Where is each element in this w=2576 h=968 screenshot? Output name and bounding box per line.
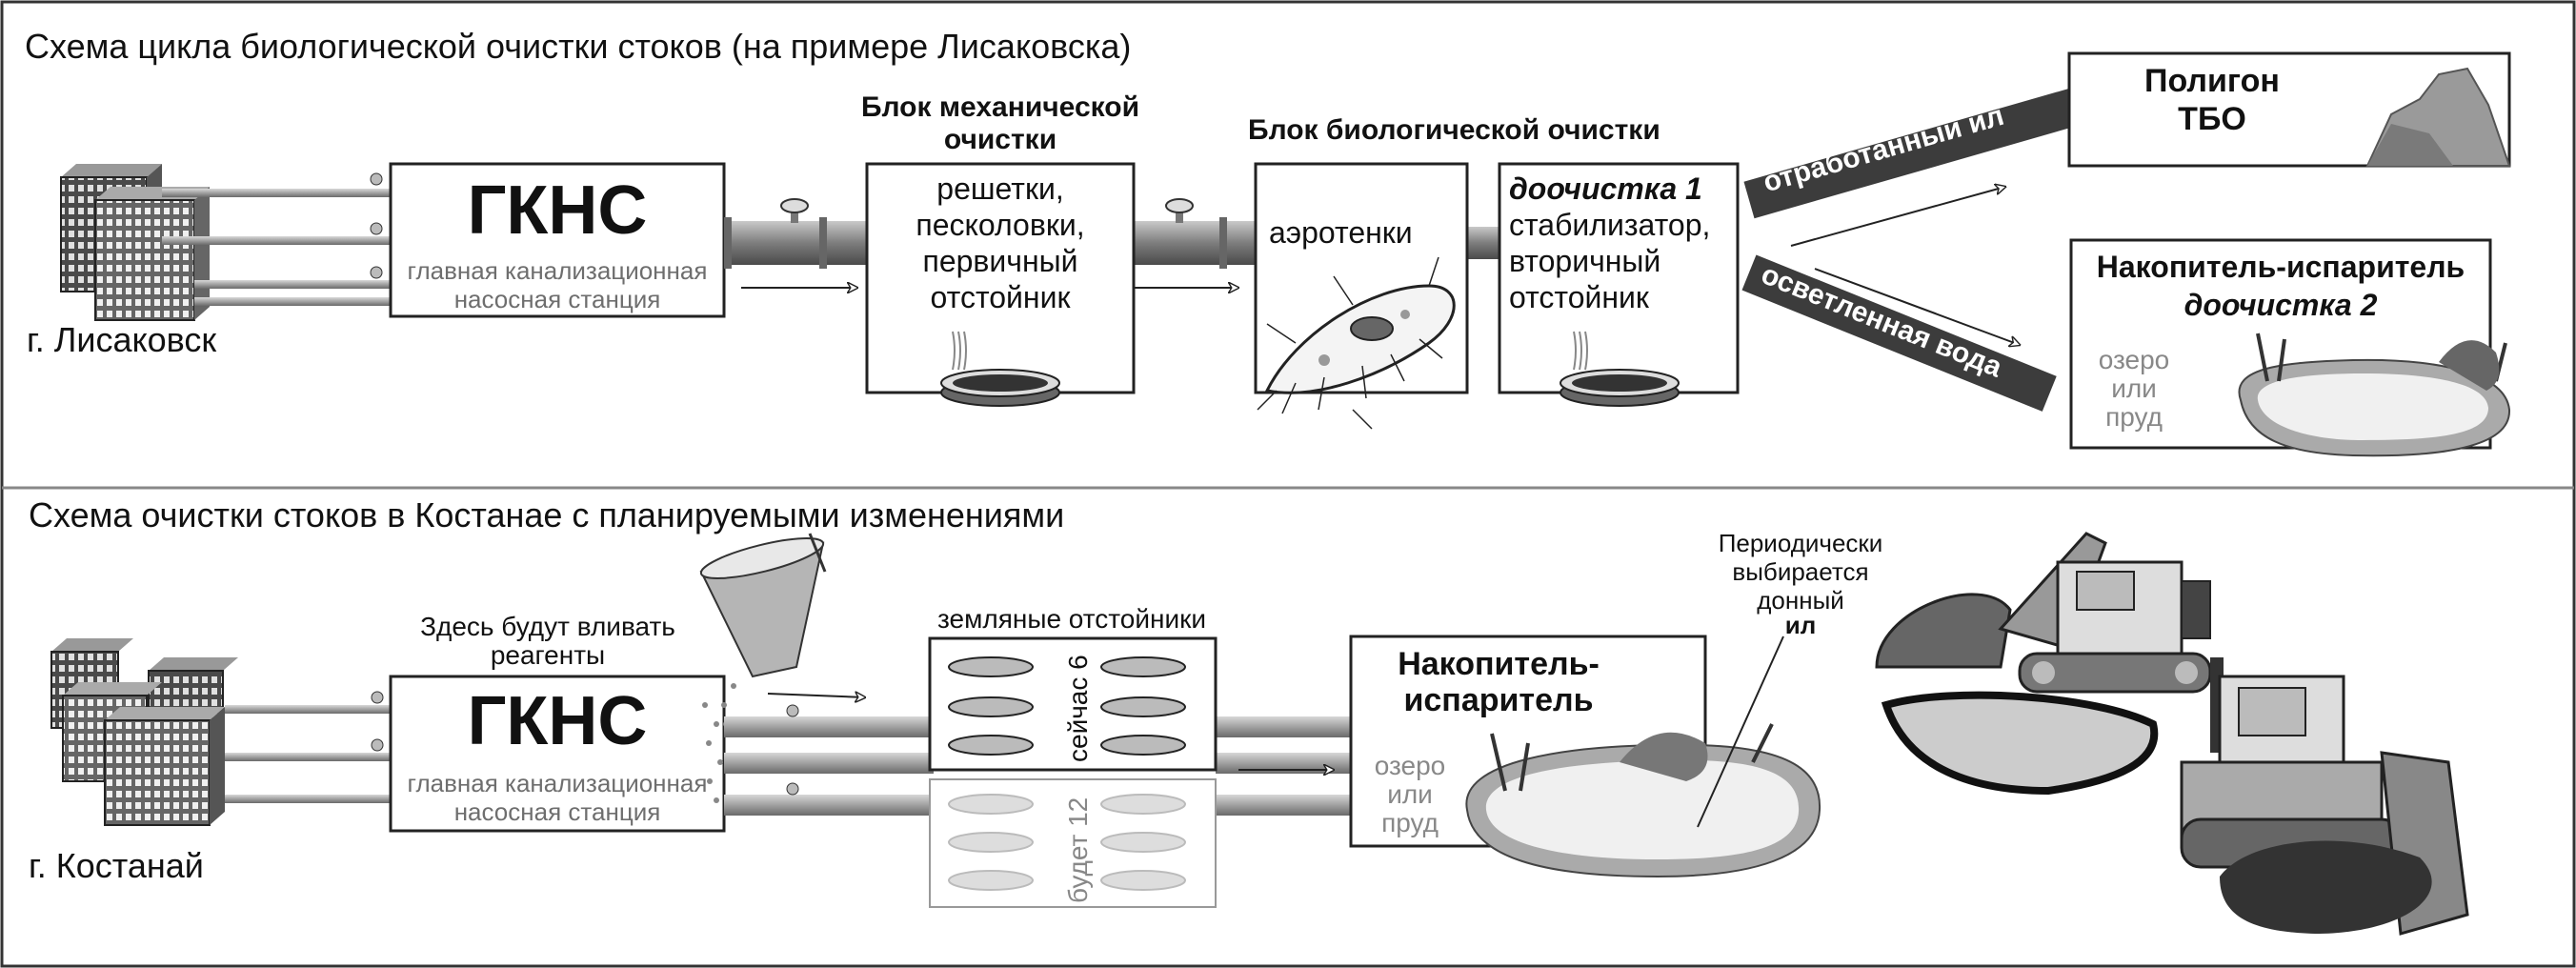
gkns-box-top [389, 162, 726, 318]
gkns-abbr-top: ГКНС [467, 172, 648, 249]
evaporator-title-bottom-2: испаритель [1403, 682, 1594, 718]
flow-arrow [1790, 187, 2005, 247]
dredge-note: выбирается [1732, 557, 1869, 586]
mech-item: отстойник [930, 280, 1071, 314]
settling-tank-icon [940, 331, 1060, 407]
pond-label: озеро [1374, 751, 1446, 780]
evaporator-title-top: Накопитель-испаритель [2096, 250, 2465, 284]
pond-label: пруд [1381, 808, 1439, 837]
reagent-note: Здесь будут вливать [420, 612, 675, 641]
gkns-desc-line1-bottom: главная канализационная [407, 769, 708, 797]
settling-tank-icon [1560, 331, 1680, 407]
evaporator-subtitle-top: доочистка 2 [2184, 288, 2378, 322]
postclean-box [1498, 162, 1740, 394]
pond-icon [1465, 723, 1821, 878]
mech-item: первичный [922, 244, 1078, 278]
tanks-future-label: будет 12 [1063, 797, 1093, 903]
thin-pipes-bottom [225, 691, 391, 803]
valve-icon [780, 198, 1194, 223]
gkns-desc-line2-bottom: насосная станция [453, 797, 661, 826]
reagent-note: реагенты [490, 640, 606, 670]
gkns-desc-line1-top: главная канализационная [407, 256, 708, 285]
microorganism-icon [1257, 256, 1456, 430]
excavator-icon [1875, 532, 2212, 694]
mech-item: песколовки, [916, 208, 1085, 242]
evaporator-title-bottom: Накопитель- [1398, 646, 1600, 682]
mud-pile-icon [1881, 691, 2159, 796]
mech-block-header: Блок механической [860, 91, 1140, 123]
landfill-title-2: ТБО [2178, 101, 2246, 137]
mech-block-header-2: очистки [943, 124, 1057, 155]
city-label-bottom: г. Костанай [29, 846, 204, 885]
tank-icon [948, 656, 1186, 756]
dredge-note: донный [1757, 586, 1844, 615]
tank-icon [948, 794, 1186, 891]
pond-label: озеро [2098, 345, 2170, 374]
mech-block-box [865, 162, 1136, 394]
bulldozer-icon [2180, 657, 2469, 936]
city-label-top: г. Лисаковск [27, 320, 217, 359]
pond-label: или [1387, 779, 1433, 809]
pond-label: или [2111, 373, 2157, 403]
mech-item: решетки, [936, 171, 1064, 206]
postclean-1-label: доочистка 1 [1509, 171, 1702, 206]
gkns-box-bottom [389, 675, 726, 833]
aerotank-label: аэротенки [1269, 215, 1413, 250]
pond-label: пруд [2105, 402, 2163, 432]
landfill-pile-icon [2365, 67, 2511, 167]
water-banner [1741, 254, 2057, 412]
postclean-item: отстойник [1509, 280, 1649, 314]
tanks-now-label: сейчас 6 [1063, 655, 1093, 762]
thin-pipes-top [162, 172, 391, 306]
main-pipe-top [724, 217, 1714, 269]
dredge-note: Периодически [1718, 529, 1883, 557]
reagent-bucket-icon [699, 533, 827, 803]
section-title-top: Схема цикла биологической очистки стоков… [25, 27, 1132, 66]
tanks-label: земляные отстойники [937, 604, 1206, 634]
section-title-bottom: Схема очистки стоков в Костанае с планир… [29, 495, 1065, 534]
sludge-banner [1743, 82, 2103, 219]
gkns-abbr-bottom: ГКНС [467, 683, 648, 759]
pond-icon [2238, 333, 2511, 457]
city-buildings-icon [50, 638, 238, 826]
pointer-line [1697, 635, 1784, 828]
gkns-desc-line2-top: насосная станция [453, 285, 661, 313]
main-pipe-bottom [724, 704, 1353, 816]
postclean-item: вторичный [1509, 244, 1661, 278]
bio-block-header: Блок биологической очистки [1248, 114, 1660, 146]
landfill-title-1: Полигон [2144, 63, 2280, 99]
flow-arrow [767, 694, 865, 697]
postclean-item: стабилизатор, [1509, 208, 1711, 242]
dredge-note-bold: ил [1784, 611, 1817, 639]
flow-arrow [1814, 268, 2020, 345]
